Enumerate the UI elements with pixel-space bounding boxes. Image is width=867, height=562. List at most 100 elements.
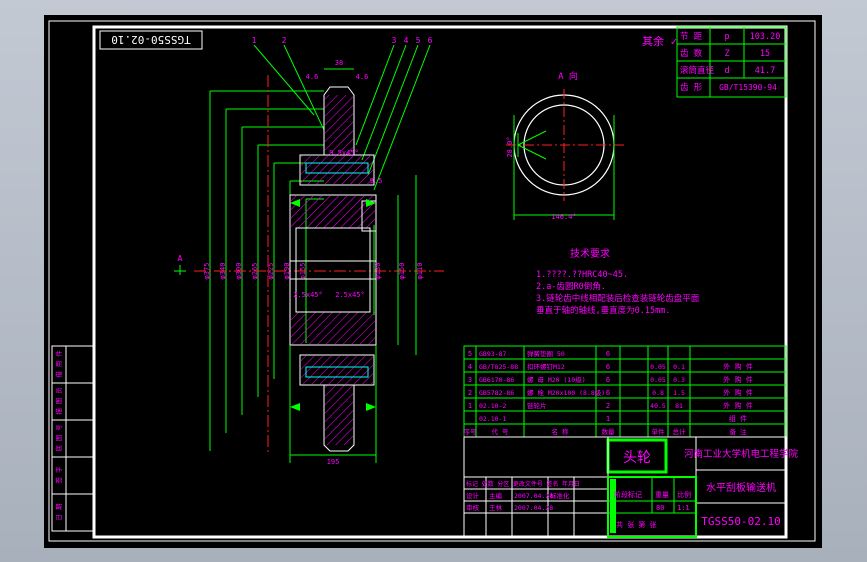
balloon-leader [283, 44, 325, 131]
bom-no: 3 [468, 376, 472, 384]
scale-label: 比例 [677, 490, 691, 499]
bom-code: GB/T825-88 [479, 363, 518, 371]
scale-value: 1:1 [677, 504, 690, 512]
param-value: GB/T15390-94 [719, 83, 777, 92]
bom-name: 螺 栓 M20x100 (8.8级) [527, 388, 605, 397]
side-label: 签 字 [54, 466, 63, 483]
a-view: A 向 146.4° 28.0° [506, 70, 624, 221]
balloon-leader [373, 44, 431, 191]
bom-header: 备 注 [730, 427, 747, 436]
balloon-label: 3 [392, 36, 397, 45]
balloon-leader [253, 44, 315, 116]
dim-right-label: φ150 [398, 263, 406, 280]
bom-total-weight: 0.1 [673, 363, 685, 371]
param-value: 103.20 [750, 32, 781, 42]
check-name: 王林 [489, 503, 503, 512]
tech-line-2: 2.a-齿圆R0倒角. [536, 281, 606, 292]
dim-top-label: 38 [335, 59, 343, 67]
bom-no: 5 [468, 350, 472, 358]
bom-total-weight: 81 [675, 402, 683, 410]
check-label: 审核 [466, 503, 480, 512]
inner-frame [92, 25, 788, 539]
bom-name: 链轮片 [527, 401, 547, 410]
bom-total-weight: 1.5 [673, 389, 685, 397]
side-label: 借 用 件 [54, 350, 63, 378]
bom-material: 外 购 件 [723, 388, 752, 397]
view-dim-2: 28.0° [506, 136, 514, 157]
bom-header: 数量 [602, 427, 616, 436]
param-value: 41.7 [755, 66, 775, 76]
bom-code: GB5782-86 [479, 389, 514, 397]
bom-no: 1 [468, 402, 472, 410]
tech-line-3: 3.链轮齿中线相配装后检查装链轮齿盘平面 [536, 293, 700, 304]
machine-name: 水平刮板输送机 [706, 481, 776, 494]
side-label: 底 图 号 [54, 424, 63, 452]
check-date: 2007.04.28 [514, 504, 553, 512]
bom-qty: 6 [606, 363, 610, 371]
dim-top-label: 4.6 [356, 73, 369, 81]
technical-requirements: 技术要求 1.????.??HRC40~45. 2.a-齿圆R0倒角. 3.链轮… [536, 247, 700, 316]
dim-right-label: φ110 [416, 263, 424, 280]
dim-inner-label: 9.5x45° [329, 149, 359, 157]
bom-no: 2 [468, 389, 472, 397]
balloon-label: 2 [282, 36, 287, 45]
drawing-canvas[interactable]: TGSS50-02.10 其余 ✓ 节 距 p 103.20 齿 数 Z 1 5 滚筒直径 d 4… [44, 15, 822, 548]
bom-header: 单件 [652, 427, 666, 436]
design-name: 主编 [489, 491, 503, 500]
balloon-label: 5 [416, 36, 421, 45]
dim-right-label: φ130 [374, 263, 382, 280]
bom-unit-weight: 40.5 [650, 402, 666, 410]
balloon-leader [355, 44, 395, 146]
tech-title: 技术要求 [570, 247, 610, 260]
bom-material: 外 购 件 [723, 375, 752, 384]
section-arrow-label: A [178, 254, 183, 263]
balloon-label: 4 [404, 36, 409, 45]
bom-name: 扣环螺钉M12 [527, 362, 565, 371]
part-name: 头轮 [623, 450, 651, 466]
bom-unit-weight: 0.8 [652, 389, 664, 397]
dim-label: φ190 [283, 263, 291, 280]
stage-label: 阶段标记 [614, 490, 642, 499]
param-symbol: p [724, 32, 729, 42]
school-name: 河南工业大学机电工程学院 [684, 448, 799, 460]
param-symbol: Z [724, 49, 729, 59]
dim-label: φ375 [203, 263, 211, 280]
param-label: 节 距 [680, 32, 703, 42]
roughness-note: 其余 ✓ [642, 34, 677, 48]
std-label: 标准化 [550, 491, 570, 500]
bom-unit-weight: 0.05 [650, 363, 666, 371]
a-view-label: A 向 [558, 70, 578, 82]
param-label: 滚筒直径 [680, 65, 715, 76]
bom-name: 弹簧垫圈 50 [527, 349, 565, 358]
side-label-table: 借 用 件描 图 员底 图 号签 字日 期 [51, 345, 95, 532]
bom-name: 螺 母 M20 (10级) [527, 375, 586, 384]
bom-header: 总计 [673, 427, 687, 436]
bom-code: 02.10-1 [479, 415, 506, 423]
dim-inner-label: 2.5x45° [335, 291, 365, 299]
dim-inner-label: 2.5x45° [293, 291, 323, 299]
bom-material: 组 件 [729, 414, 747, 423]
weight-label: 重量 [655, 491, 669, 499]
design-date: 2007.04.28 [514, 492, 553, 500]
side-label: 日 期 [55, 503, 63, 520]
drawing-number-rotated: TGSS50-02.10 [111, 33, 190, 46]
bom-code: GB6170-86 [479, 376, 514, 384]
dim-top-label: 4.6 [306, 73, 319, 81]
drawing-number: TGSS50-02.10 [701, 515, 780, 528]
param-symbol: d [724, 66, 729, 76]
dim-inner-label: 9.5 [370, 177, 383, 185]
bom-code: GB93-87 [479, 350, 506, 358]
drawing-number-box: TGSS50-02.10 [99, 30, 203, 50]
bom-qty: 2 [606, 402, 610, 410]
bom-code: 02.10-2 [479, 402, 506, 410]
param-label: 齿 数 [680, 48, 703, 59]
bom-header: 名 称 [552, 427, 569, 436]
outer-frame [48, 20, 816, 542]
bom-material: 外 购 件 [723, 362, 752, 371]
sheets-label: 共 张 第 张 [616, 520, 657, 529]
design-label: 设计 [466, 491, 480, 500]
bom-header: 序号 [464, 427, 478, 436]
balloon-label: 1 [252, 36, 257, 45]
